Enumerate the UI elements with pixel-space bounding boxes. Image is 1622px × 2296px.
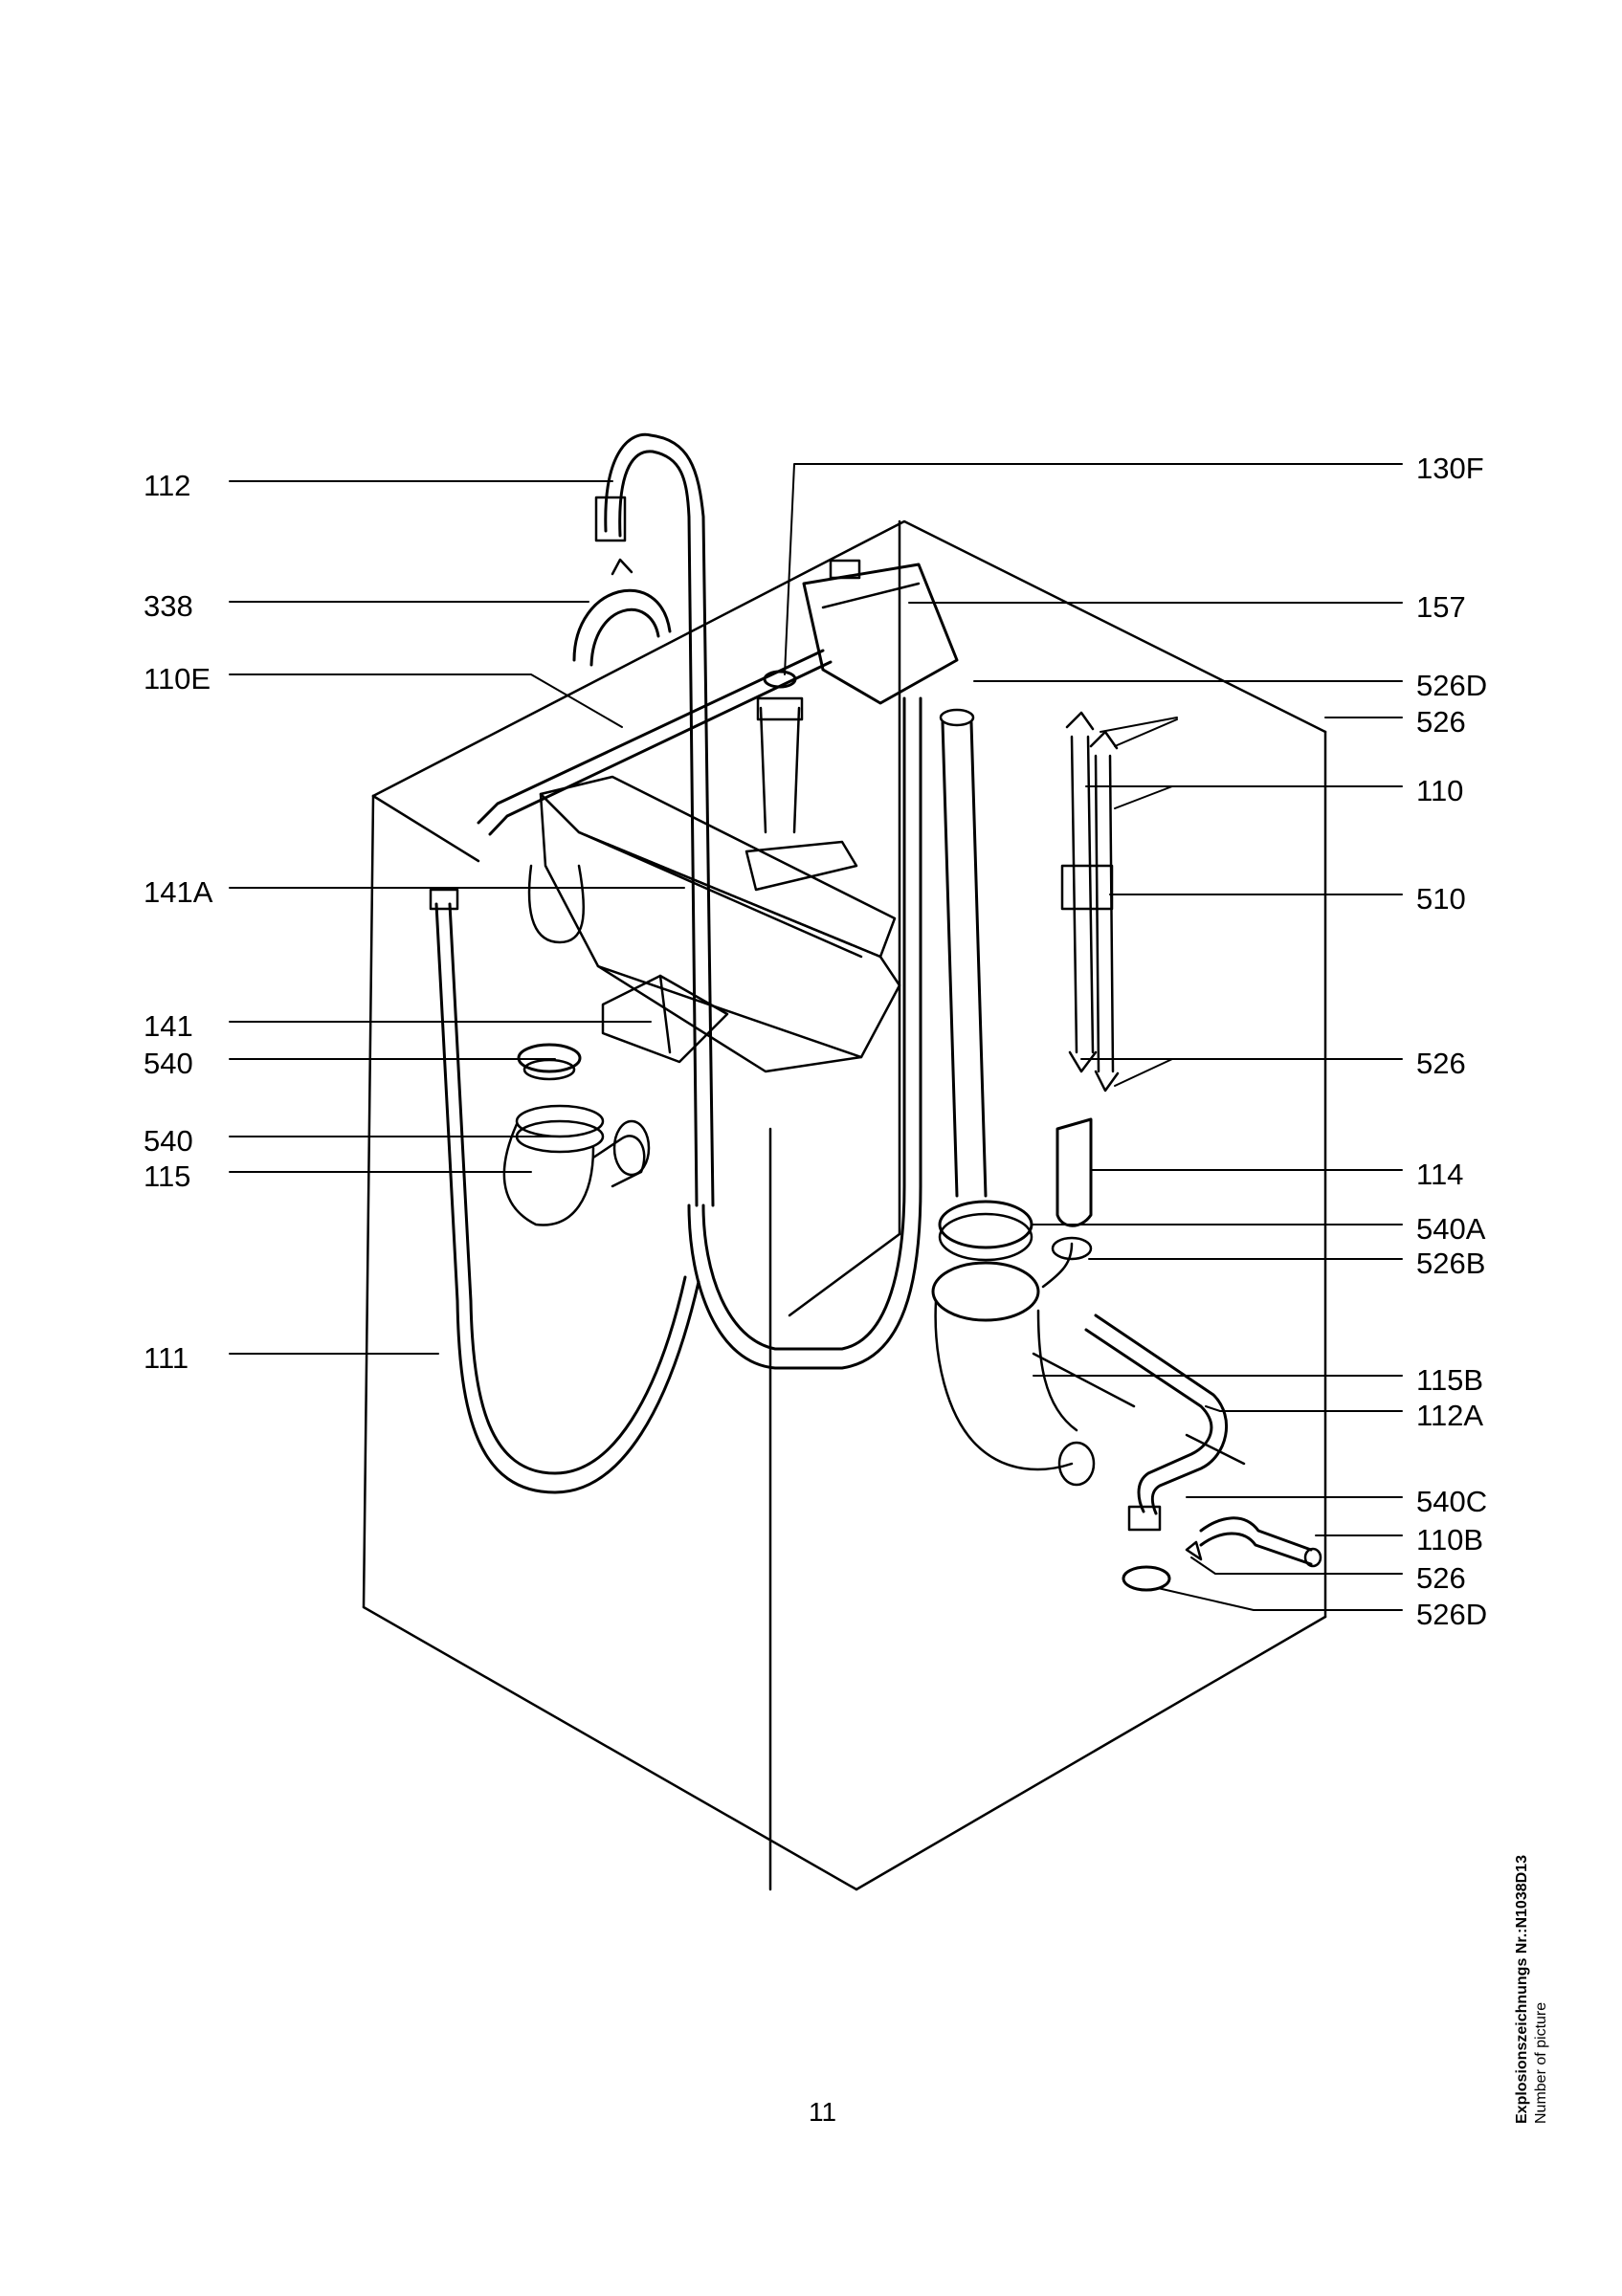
- elbow-110b: [1122, 1516, 1322, 1592]
- dispenser-141a: [527, 775, 901, 1073]
- callout-115b: 115B: [1416, 1363, 1484, 1397]
- filter-114: [1055, 1117, 1093, 1227]
- callout-110e: 110E: [144, 662, 211, 695]
- callout-130f: 130F: [1416, 452, 1484, 485]
- callout-157: 157: [1416, 590, 1466, 624]
- callout-112a: 112A: [1416, 1399, 1484, 1432]
- clamp-540a: [938, 1200, 1093, 1262]
- vent-cap-157: [802, 559, 959, 705]
- callout-526d-top: 526D: [1416, 669, 1488, 702]
- callout-526b: 526B: [1416, 1247, 1486, 1280]
- hose-set-110: [1060, 711, 1120, 1093]
- callout-510: 510: [1416, 882, 1466, 916]
- callout-110b: 110B: [1416, 1523, 1484, 1556]
- callout-526d-bottom: 526D: [1416, 1598, 1488, 1631]
- callout-112: 112: [144, 469, 191, 502]
- callout-526-top: 526: [1416, 705, 1466, 739]
- leader-lines-left: [229, 480, 685, 1355]
- callout-141a: 141A: [144, 875, 213, 909]
- bellows-115b: [931, 1242, 1096, 1487]
- leader-lines-right: [784, 463, 1403, 1611]
- callout-540-top: 540: [144, 1047, 193, 1080]
- callout-110: 110: [1416, 774, 1464, 807]
- pipe-right-vertical: [939, 708, 988, 1198]
- callout-114: 114: [1416, 1158, 1464, 1191]
- u-hose-loop: [687, 696, 922, 1370]
- hose-112a: [1084, 1314, 1229, 1532]
- drain-hose-110e: [477, 649, 833, 836]
- callout-540c: 540C: [1416, 1485, 1488, 1518]
- dispenser-drawer-141: [601, 974, 729, 1064]
- nut-130f: [756, 670, 804, 834]
- callout-141: 141: [144, 1009, 193, 1043]
- callout-540-bottom: 540: [144, 1124, 193, 1158]
- page-number: 11: [809, 2097, 837, 2127]
- callout-526-bottom: 526: [1416, 1561, 1466, 1595]
- callout-111: 111: [144, 1341, 189, 1375]
- inlet-hose-112: [594, 432, 715, 1207]
- callout-115: 115: [144, 1159, 191, 1193]
- picture-number-subtitle: Number of picture: [1533, 2001, 1549, 2124]
- callout-338: 338: [144, 589, 193, 623]
- hose-holder-338: [572, 558, 672, 667]
- bellows-540: [502, 1043, 651, 1226]
- picture-number-title: Explosionszeichnungs Nr.:N1038D13: [1514, 1855, 1530, 2124]
- callout-540a: 540A: [1416, 1212, 1486, 1246]
- cabinet-outline: [362, 519, 1327, 1891]
- callout-526-middle: 526: [1416, 1047, 1466, 1080]
- hose-111: [429, 888, 700, 1494]
- picture-number-note: Explosionszeichnungs Nr.:N1038D13 Number…: [1513, 1855, 1551, 2124]
